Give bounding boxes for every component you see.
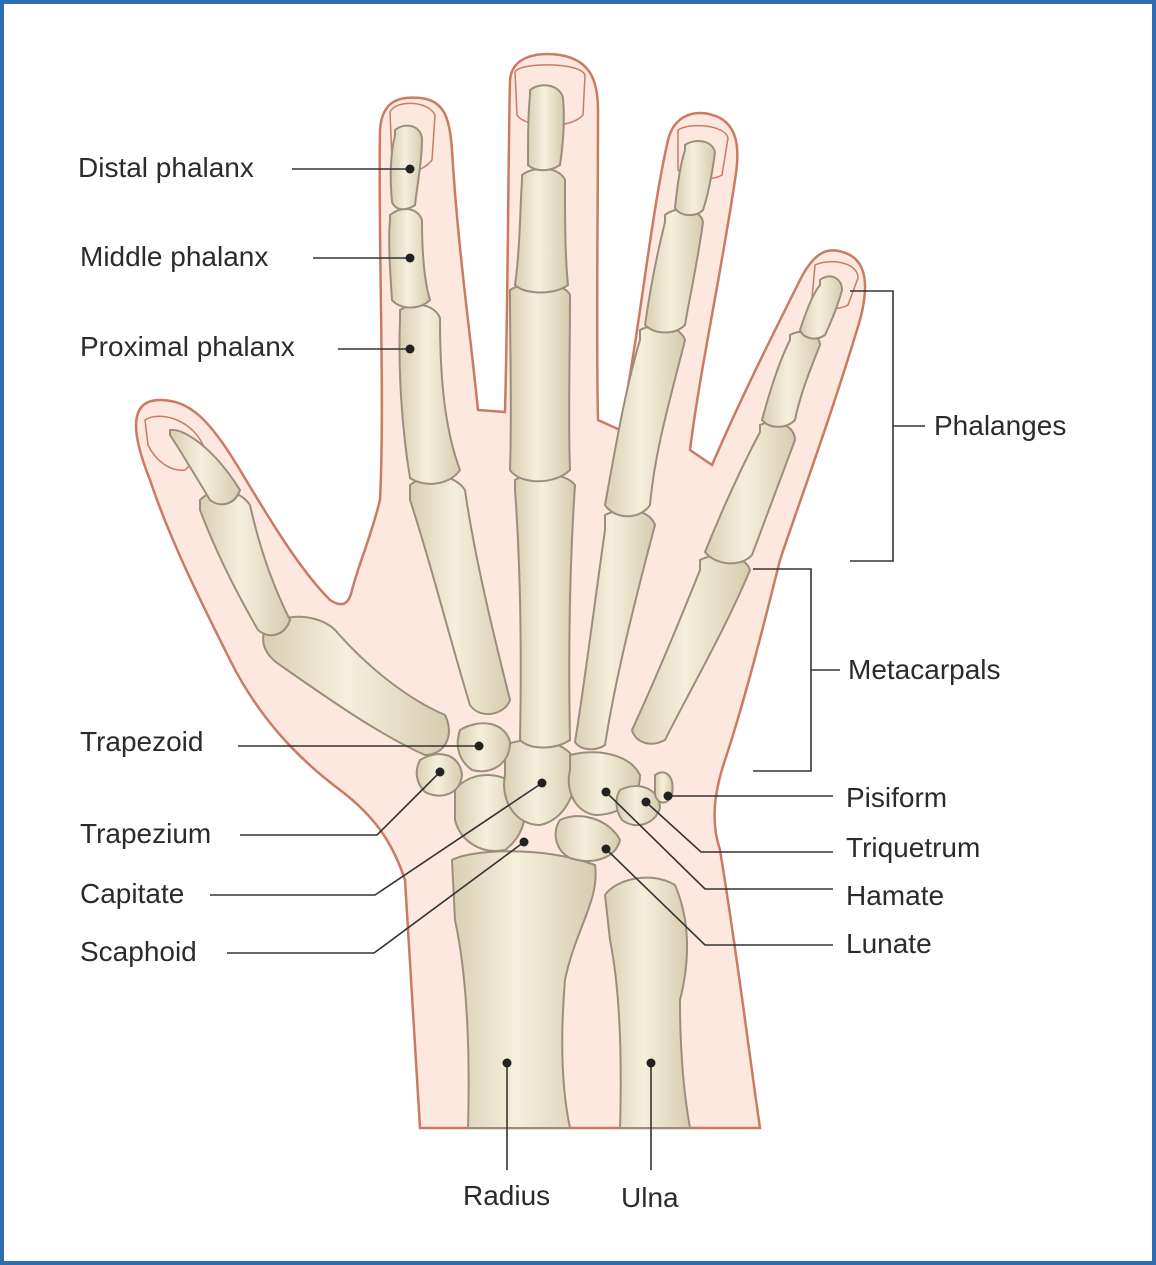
- bones: [169, 84, 844, 1129]
- label-proximal-phalanx: Proximal phalanx: [80, 331, 295, 362]
- leader-lines: [210, 168, 925, 1170]
- label-radius: Radius: [463, 1180, 551, 1211]
- label-triquetrum: Triquetrum: [846, 832, 981, 863]
- label-capitate: Capitate: [80, 878, 185, 909]
- label-lunate: Lunate: [846, 928, 932, 959]
- label-trapezium: Trapezium: [80, 818, 212, 849]
- label-pisiform: Pisiform: [846, 782, 948, 813]
- label-scaphoid: Scaphoid: [80, 936, 197, 967]
- label-trapezoid: Trapezoid: [80, 726, 204, 757]
- leader-dots: [405, 164, 673, 1068]
- label-phalanges: Phalanges: [934, 410, 1067, 441]
- label-hamate: Hamate: [846, 880, 945, 911]
- label-ulna: Ulna: [621, 1182, 679, 1213]
- label-middle-phalanx: Middle phalanx: [80, 241, 269, 272]
- label-distal-phalanx: Distal phalanx: [78, 152, 254, 183]
- label-metacarpals: Metacarpals: [848, 654, 1001, 685]
